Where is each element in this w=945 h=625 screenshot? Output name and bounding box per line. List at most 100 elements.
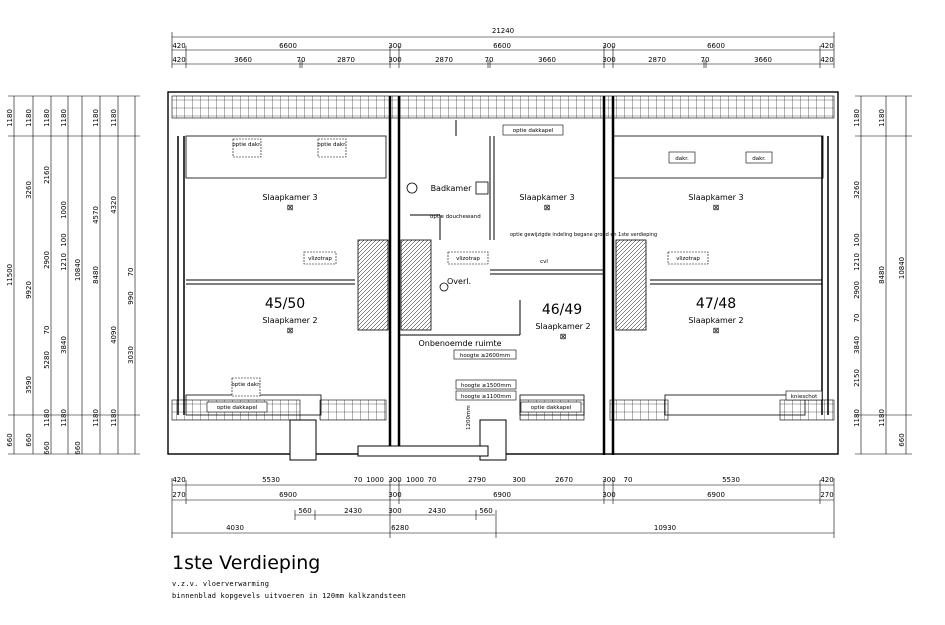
dim-label: 1180 bbox=[60, 409, 68, 427]
dim-label: 1180 bbox=[92, 109, 100, 127]
room-marker: ⊠ bbox=[560, 332, 567, 341]
dim-label: 420 bbox=[172, 476, 185, 484]
dim-label: 1180 bbox=[853, 409, 861, 427]
page-title: 1ste Verdieping bbox=[172, 552, 321, 574]
note-vlizotrap: vlizotrap bbox=[456, 256, 480, 262]
room-marker: ⊠ bbox=[713, 326, 720, 335]
note-optie-dakr: optie dakr. bbox=[232, 142, 261, 148]
dim-label: 11500 bbox=[6, 264, 14, 286]
dim-label: 70 bbox=[354, 476, 363, 484]
staircase-right bbox=[615, 239, 647, 331]
dim-label: 70 bbox=[43, 326, 51, 335]
note-dakr: dakr. bbox=[752, 156, 766, 162]
right-dim-labels: 1180 3260 100 1210 2900 70 3840 2150 118… bbox=[853, 109, 906, 447]
dim-label: 300 bbox=[602, 491, 615, 499]
dim-label: 2670 bbox=[555, 476, 573, 484]
dim-label: 70 bbox=[428, 476, 437, 484]
dim-label: 300 bbox=[388, 42, 401, 50]
dim-label: 100 bbox=[853, 233, 861, 246]
dim-label: 420 bbox=[820, 56, 833, 64]
dim-label: 3660 bbox=[538, 56, 556, 64]
dim-label: 2900 bbox=[853, 281, 861, 299]
room-slaapkamer-3-left: Slaapkamer 3 bbox=[262, 193, 317, 202]
dim-label: 1180 bbox=[110, 109, 118, 127]
dim-label: 70 bbox=[853, 314, 861, 323]
room-slaapkamer-3-mid: Slaapkamer 3 bbox=[519, 193, 574, 202]
room-badkamer: Badkamer bbox=[431, 184, 473, 193]
dim-label: 560 bbox=[479, 507, 492, 515]
dim-label: 660 bbox=[6, 433, 14, 446]
dim-label: 990 bbox=[127, 291, 135, 304]
note-optie-dakkapel: optie dakkapel bbox=[217, 405, 258, 411]
dim-label: 3840 bbox=[853, 336, 861, 354]
bottom-dimensions bbox=[171, 478, 835, 538]
dim-label: 5530 bbox=[722, 476, 740, 484]
room-slaapkamer-3-right: Slaapkamer 3 bbox=[688, 193, 743, 202]
note-optie-dakr: optie dakr. bbox=[231, 382, 260, 388]
note-optie-dakkapel: optie dakkapel bbox=[531, 405, 572, 411]
dim-label: 6900 bbox=[279, 491, 297, 499]
dim-label: 660 bbox=[43, 441, 51, 454]
dim-label: 1180 bbox=[92, 409, 100, 427]
dim-label: 1180 bbox=[43, 409, 51, 427]
dim-label: 4090 bbox=[110, 326, 118, 344]
dim-label: 1180 bbox=[110, 409, 118, 427]
dim-label: 70 bbox=[701, 56, 710, 64]
building bbox=[167, 91, 839, 461]
dim-label: 1210 bbox=[60, 253, 68, 271]
dim-label: 1180 bbox=[853, 109, 861, 127]
dim-label: 1180 bbox=[6, 109, 14, 127]
dim-label: 300 bbox=[602, 42, 615, 50]
dim-label: 8480 bbox=[92, 266, 100, 284]
dim-label: 420 bbox=[820, 476, 833, 484]
dim-label: 300 bbox=[602, 56, 615, 64]
dim-label: 1180 bbox=[878, 409, 886, 427]
dim-label: 300 bbox=[602, 476, 615, 484]
dim-label: 10840 bbox=[74, 259, 82, 281]
dim-label: 2150 bbox=[853, 369, 861, 387]
dim-label: 1180 bbox=[60, 109, 68, 127]
dim-label: 420 bbox=[172, 42, 185, 50]
dim-label: 3260 bbox=[25, 181, 33, 199]
dim-label: 1000 bbox=[366, 476, 384, 484]
room-marker: ⊠ bbox=[544, 203, 551, 212]
room-marker: ⊠ bbox=[287, 203, 294, 212]
unit-number-left: 45/50 bbox=[265, 296, 305, 312]
dim-label: 300 bbox=[388, 491, 401, 499]
dim-label: 1180 bbox=[43, 109, 51, 127]
dim-label: 420 bbox=[172, 56, 185, 64]
dim-label: 300 bbox=[388, 507, 401, 515]
dim-label: 300 bbox=[388, 476, 401, 484]
note-vlizotrap: vlizotrap bbox=[676, 256, 700, 262]
dim-label: 1180 bbox=[878, 109, 886, 127]
dim-label: 6600 bbox=[707, 42, 725, 50]
sink-icon bbox=[475, 181, 489, 195]
dim-label: 4030 bbox=[226, 524, 244, 532]
room-overloop: Overl. bbox=[447, 277, 471, 286]
dim-label: 3840 bbox=[60, 336, 68, 354]
dim-label: 3660 bbox=[754, 56, 772, 64]
dim-label: 70 bbox=[624, 476, 633, 484]
note-dakr: dakr. bbox=[675, 156, 689, 162]
dim-label: 2790 bbox=[468, 476, 486, 484]
dim-label: 3260 bbox=[853, 181, 861, 199]
dim-label: 270 bbox=[820, 491, 833, 499]
note-cv: cvl bbox=[540, 259, 548, 265]
dim-label: 5280 bbox=[43, 351, 51, 369]
dim-label: 6600 bbox=[279, 42, 297, 50]
dim-label: 3660 bbox=[234, 56, 252, 64]
dim-label: 70 bbox=[127, 268, 135, 277]
toilet-icon bbox=[439, 282, 449, 292]
staircase-mid bbox=[400, 239, 432, 331]
dim-label: 3030 bbox=[127, 346, 135, 364]
dim-label: 2430 bbox=[344, 507, 362, 515]
unit-number-mid: 46/49 bbox=[542, 302, 582, 318]
dim-label: 420 bbox=[820, 42, 833, 50]
dim-label: 70 bbox=[485, 56, 494, 64]
dim-label: 2430 bbox=[428, 507, 446, 515]
dim-label: 660 bbox=[25, 433, 33, 446]
dim-label: 1180 bbox=[25, 109, 33, 127]
dim-label: 560 bbox=[298, 507, 311, 515]
toilet-icon bbox=[406, 182, 418, 194]
